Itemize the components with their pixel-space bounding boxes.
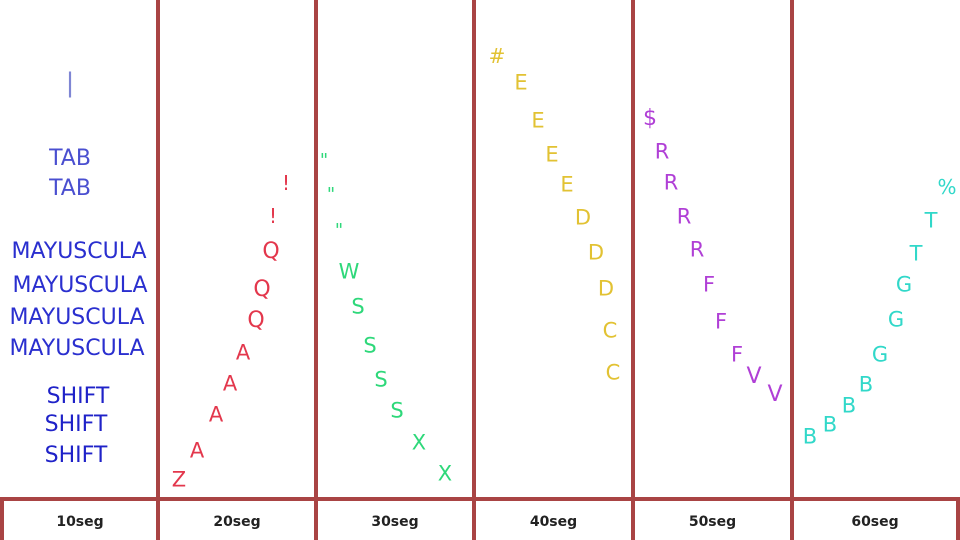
keystroke-col6-10: B: [802, 424, 818, 449]
keystroke-col2-6: A: [235, 340, 251, 365]
keystroke-col3-1: ": [319, 150, 329, 171]
keystroke-col1-7: MAYUSCULA: [9, 336, 145, 361]
keystroke-col6-1: %: [937, 175, 957, 199]
footer-separator: [956, 500, 960, 540]
keystroke-col2-1: !: [281, 171, 291, 195]
time-label-40seg: 40seg: [529, 513, 578, 530]
keystroke-col3-4: W: [338, 259, 360, 284]
keystroke-col5-8: F: [730, 342, 744, 367]
time-label-20seg: 20seg: [213, 513, 261, 530]
keystroke-col4-10: C: [605, 360, 621, 385]
keystroke-col4-9: C: [602, 318, 618, 343]
keystroke-col1-4: MAYUSCULA: [11, 239, 147, 264]
keystroke-col1-6: MAYUSCULA: [9, 305, 145, 330]
keystroke-col5-4: R: [676, 204, 692, 229]
column-divider: [631, 0, 635, 500]
keystroke-col1-2: TAB: [49, 146, 91, 171]
keystroke-col3-10: X: [437, 461, 453, 486]
keystroke-col4-1: #: [488, 44, 506, 68]
keystroke-col5-6: F: [702, 272, 716, 297]
keystroke-col5-7: F: [714, 309, 728, 334]
keystroke-col5-1: $: [643, 106, 657, 131]
keystroke-col4-8: D: [597, 276, 615, 301]
keystroke-col5-2: R: [654, 139, 670, 164]
keystroke-col3-3: ": [334, 220, 344, 241]
keystroke-col1-8: SHIFT: [46, 384, 110, 409]
keystroke-col2-2: !: [268, 204, 278, 228]
keystroke-col2-9: A: [189, 438, 205, 463]
keystroke-col5-9: V: [746, 364, 762, 389]
keystroke-col5-3: R: [663, 170, 679, 195]
keystroke-col3-5: S: [351, 294, 365, 319]
keystroke-col4-4: E: [545, 142, 559, 167]
keystroke-col6-3: T: [909, 241, 923, 266]
keystroke-col1-5: MAYUSCULA: [12, 273, 148, 298]
keystroke-col2-5: Q: [247, 308, 265, 333]
column-divider: [156, 0, 160, 500]
keystroke-col5-5: R: [689, 237, 705, 262]
footer-separator: [314, 500, 318, 540]
column-divider: [472, 0, 476, 500]
keystroke-col6-2: T: [924, 208, 938, 233]
keystroke-col2-3: Q: [262, 239, 280, 264]
keystroke-col3-7: S: [374, 367, 388, 392]
keystroke-col3-2: ": [326, 184, 336, 205]
time-label-10seg: 10seg: [56, 513, 104, 530]
keystroke-col3-8: S: [390, 398, 404, 423]
keystroke-col1-3: TAB: [49, 176, 91, 201]
keystroke-col3-9: X: [411, 430, 427, 455]
keystroke-col1-9: SHIFT: [44, 412, 108, 437]
keystroke-col4-2: E: [514, 70, 528, 95]
time-label-50seg: 50seg: [688, 513, 737, 530]
keystroke-col4-6: D: [574, 205, 592, 230]
footer-separator: [631, 500, 635, 540]
column-divider: [314, 0, 318, 500]
keystroke-col4-7: D: [587, 240, 605, 265]
keystroke-col2-4: Q: [253, 277, 271, 302]
time-label-60seg: 60seg: [851, 513, 899, 530]
keystroke-col4-3: E: [531, 108, 545, 133]
keystroke-col6-6: G: [871, 342, 889, 367]
footer-separator: [156, 500, 160, 540]
time-label-30seg: 30seg: [371, 513, 419, 530]
keystroke-col4-5: E: [560, 172, 574, 197]
keystroke-col6-8: B: [841, 393, 857, 418]
column-divider: [790, 0, 794, 500]
footer-separator: [472, 500, 476, 540]
footer-separator: [0, 500, 4, 540]
footer-top-border: [0, 497, 960, 501]
keystroke-col6-4: G: [895, 272, 913, 297]
keystroke-col6-7: B: [858, 372, 874, 397]
keystroke-col3-6: S: [363, 333, 377, 358]
keystroke-col6-5: G: [887, 307, 905, 332]
footer-separator: [790, 500, 794, 540]
keystroke-col1-1: |: [65, 68, 75, 98]
keystroke-col5-10: V: [767, 382, 783, 407]
keystroke-col6-9: B: [822, 412, 838, 437]
keystroke-col2-10: Z: [171, 467, 187, 492]
keystroke-col2-8: A: [208, 402, 224, 427]
keystroke-col2-7: A: [222, 371, 238, 396]
keystroke-col1-10: SHIFT: [44, 443, 108, 468]
